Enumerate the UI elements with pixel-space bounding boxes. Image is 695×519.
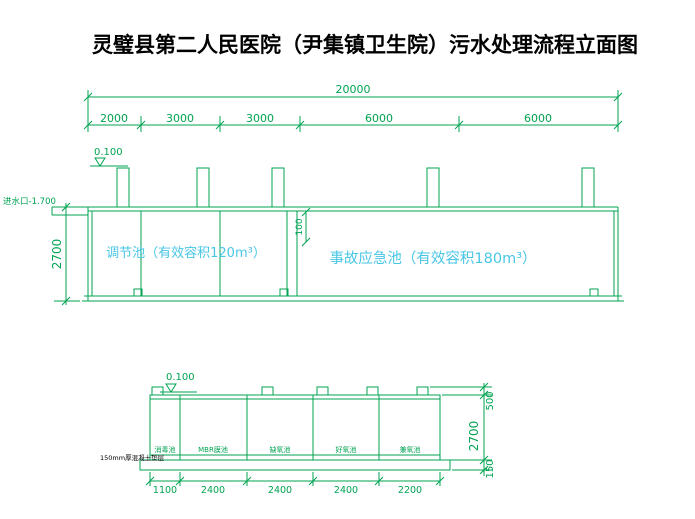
lower-bottom-dim-1: 1100 [153, 485, 177, 496]
upper-elevation-marker-icon [90, 157, 128, 167]
lower-bottom-dim-4: 2400 [334, 485, 358, 496]
emergency-tank-label: 事故应急池（有效容积180m³） [329, 249, 536, 267]
lower-bottom-dim-2: 2400 [201, 485, 225, 496]
upper-segment-dim-4: 6000 [365, 112, 393, 125]
lower-elevation-marker-icon [160, 383, 197, 393]
compartment-label-2: MBR膜池 [198, 445, 228, 454]
lower-tank-structure [139, 386, 451, 471]
lower-right-dim-lines [430, 382, 492, 476]
inlet-label: 进水口-1.700 [3, 196, 56, 207]
lower-right-dim-150: 150 [485, 459, 496, 478]
upper-elevation-label: 0.100 [94, 147, 123, 158]
compartment-label-4: 好氧池 [336, 445, 357, 454]
lower-bottom-dim-3: 2400 [268, 485, 292, 496]
regulation-tank-label: 调节池（有效容积120m³） [106, 245, 266, 261]
slab-note: 150mm厚混凝土垫层 [100, 453, 165, 462]
compartment-label-3: 缺氧池 [270, 445, 291, 454]
upper-overall-dim-label: 20000 [336, 83, 371, 96]
upper-depth-dim-label: 2700 [50, 239, 64, 270]
drawing-title: 灵璧县第二人民医院（尹集镇卫生院）污水处理流程立面图 [92, 33, 638, 57]
upper-freeboard-dim-line [301, 207, 311, 247]
upper-segment-dim-2: 3000 [166, 112, 194, 125]
upper-segment-dim-1: 2000 [100, 112, 128, 125]
upper-segment-dim-5: 6000 [524, 112, 552, 125]
compartment-label-1: 消毒池 [155, 445, 176, 454]
lower-bottom-dim-5: 2200 [398, 485, 422, 496]
lower-elevation-label: 0.100 [166, 372, 195, 383]
upper-segment-dim-3: 3000 [246, 112, 274, 125]
upper-dimension-lines [83, 90, 623, 132]
lower-right-dim-500: 500 [485, 391, 496, 410]
lower-right-dim-2700: 2700 [467, 421, 481, 452]
lower-bottom-dim-lines [145, 472, 445, 486]
upper-freeboard-dim-label: 100 [295, 218, 305, 235]
upper-depth-dim-line [54, 202, 86, 306]
compartment-label-5: 兼氧池 [400, 445, 421, 454]
upper-tank-structure [82, 167, 624, 302]
